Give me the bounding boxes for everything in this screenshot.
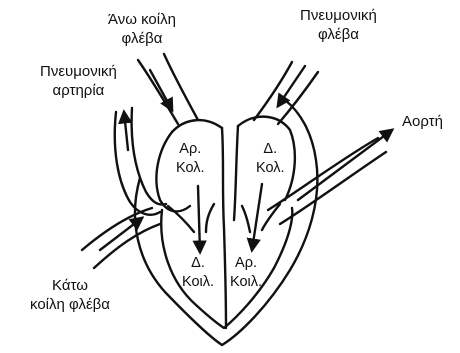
- label-left-ventricle-line1: Αρ.: [230, 254, 262, 273]
- label-left-atrium: Δ. Κολ.: [256, 140, 285, 178]
- label-right-ventricle: Δ. Κοιλ.: [182, 254, 214, 292]
- septum: [222, 128, 226, 328]
- label-left-ventricle: Αρ. Κοιλ.: [230, 254, 262, 292]
- label-left-ventricle-line2: Κοιλ.: [230, 273, 262, 292]
- label-pulmonary-artery: Πνευμονική αρτηρία: [40, 62, 117, 100]
- label-inferior-vena-cava: Κάτω κοίλη φλέβα: [30, 276, 110, 314]
- label-superior-vena-cava-line1: Άνω κοίλη: [108, 10, 176, 29]
- label-right-ventricle-line1: Δ.: [182, 254, 214, 273]
- label-aorta: Αορτή: [402, 112, 443, 131]
- inferior-vena-cava: [82, 208, 152, 250]
- pulmonary-vein: [254, 62, 292, 120]
- label-superior-vena-cava: Άνω κοίλη φλέβα: [108, 10, 176, 48]
- label-pulmonary-vein: Πνευμονική φλέβα: [300, 6, 377, 44]
- label-right-ventricle-line2: Κοιλ.: [182, 273, 214, 292]
- label-pulmonary-artery-line2: αρτηρία: [40, 81, 117, 100]
- label-pulmonary-vein-line1: Πνευμονική: [300, 6, 377, 25]
- label-right-atrium-line1: Αρ.: [176, 140, 205, 159]
- la-to-lv-arrow: [252, 184, 262, 250]
- label-right-atrium: Αρ. Κολ.: [176, 140, 205, 178]
- label-pulmonary-artery-line1: Πνευμονική: [40, 62, 117, 81]
- label-inferior-vena-cava-line1: Κάτω: [30, 276, 110, 295]
- label-inferior-vena-cava-line2: κοίλη φλέβα: [30, 295, 110, 314]
- label-left-atrium-line1: Δ.: [256, 140, 285, 159]
- label-right-atrium-line2: Κολ.: [176, 159, 205, 178]
- label-left-atrium-line2: Κολ.: [256, 159, 285, 178]
- ra-to-rv-arrow: [198, 186, 200, 252]
- label-superior-vena-cava-line2: φλέβα: [108, 29, 176, 48]
- label-pulmonary-vein-line2: φλέβα: [300, 25, 377, 44]
- mitral-valve: [242, 206, 250, 232]
